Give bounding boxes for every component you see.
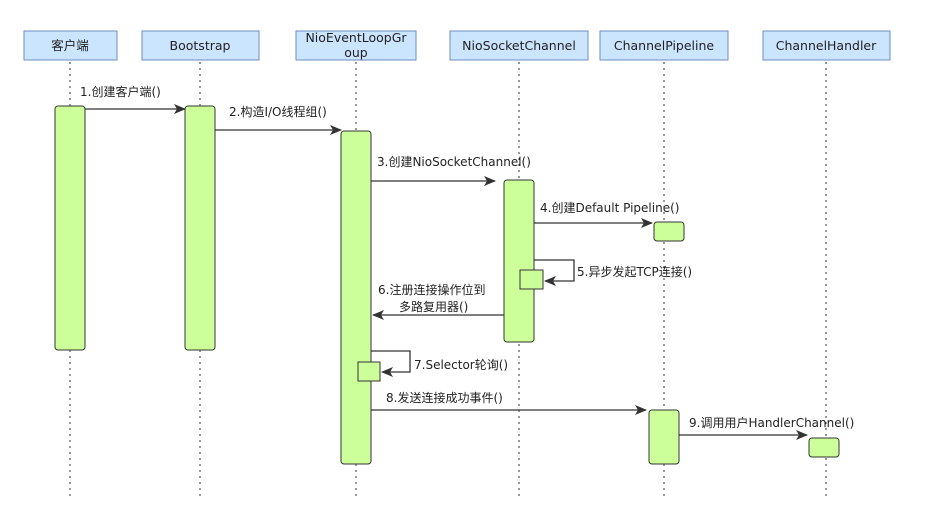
- participant-client[interactable]: 客户端: [23, 30, 118, 61]
- message-label: 4.创建Default Pipeline(): [540, 201, 679, 215]
- participant-bootstrap[interactable]: Bootstrap: [141, 30, 260, 61]
- message-7[interactable]: 7.Selector轮询(): [371, 350, 508, 377]
- lifelines: [69, 62, 827, 500]
- participant-headers: 客户端 Bootstrap NioEventLoopGr oup NioSock…: [23, 30, 891, 61]
- participant-label: ChannelPipeline: [614, 38, 715, 53]
- message-label: 2.构造I/O线程组(): [229, 104, 327, 119]
- participant-label: ChannelHandler: [776, 38, 877, 53]
- activation-pipeline-create[interactable]: [653, 221, 685, 242]
- activations: [54, 105, 840, 465]
- message-3[interactable]: 3.创建NioSocketChannel(): [371, 155, 531, 186]
- activation-bootstrap[interactable]: [184, 105, 216, 351]
- message-label: 1.创建客户端(): [80, 84, 161, 99]
- message-label: 8.发送连接成功事件(): [386, 390, 503, 405]
- message-5[interactable]: 5.异步发起TCP连接(): [534, 259, 692, 286]
- activation-handler[interactable]: [808, 437, 840, 458]
- participant-label: NioSocketChannel: [462, 38, 576, 53]
- activation-channel[interactable]: [503, 179, 535, 343]
- message-4[interactable]: 4.创建Default Pipeline(): [534, 201, 679, 228]
- activation-group[interactable]: [340, 130, 372, 465]
- participant-label: Bootstrap: [170, 38, 231, 53]
- message-2[interactable]: 2.构造I/O线程组(): [215, 104, 342, 135]
- message-6[interactable]: 6.注册连接操作位到 多路复用器(): [372, 282, 504, 320]
- activation-client[interactable]: [54, 105, 86, 351]
- participant-label: 客户端: [51, 38, 89, 53]
- message-label: 5.异步发起TCP连接(): [577, 264, 692, 279]
- participant-group[interactable]: NioEventLoopGr oup: [295, 30, 417, 61]
- participant-pipeline[interactable]: ChannelPipeline: [599, 30, 729, 61]
- activation-channel-self[interactable]: [519, 269, 544, 290]
- activation-pipeline-event[interactable]: [648, 409, 680, 465]
- participant-label-line: oup: [344, 45, 368, 60]
- participant-handler[interactable]: ChannelHandler: [762, 30, 891, 61]
- message-8[interactable]: 8.发送连接成功事件(): [371, 390, 647, 415]
- message-9[interactable]: 9.调用用户HandlerChannel(): [679, 415, 854, 440]
- participant-label-line: NioEventLoopGr: [305, 30, 407, 45]
- message-1[interactable]: 1.创建客户端(): [80, 84, 186, 114]
- message-label: 7.Selector轮询(): [414, 358, 508, 372]
- messages: 1.创建客户端() 2.构造I/O线程组() 3.创建NioSocketChan…: [80, 84, 854, 440]
- activation-group-self[interactable]: [357, 361, 381, 382]
- message-label-line: 6.注册连接操作位到: [378, 282, 485, 297]
- message-label-line: 多路复用器(): [399, 299, 468, 314]
- participant-channel[interactable]: NioSocketChannel: [449, 30, 589, 61]
- message-label: 3.创建NioSocketChannel(): [377, 155, 531, 169]
- message-label: 9.调用用户HandlerChannel(): [689, 415, 854, 430]
